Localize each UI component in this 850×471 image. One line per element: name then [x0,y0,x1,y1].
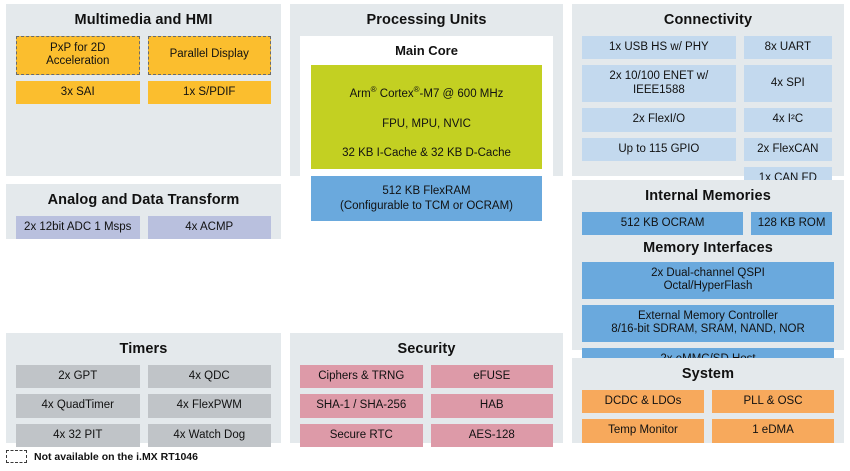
panel-memories: Internal Memories 512 KB OCRAM 128 KB RO… [572,180,844,372]
block-row: External Memory Controller 8/16-bit SDRA… [582,304,834,342]
block-flexcan[interactable]: 2x FlexCAN [743,137,832,162]
block-sha[interactable]: SHA-1 / SHA-256 [300,394,423,418]
block-row: 2x Dual-channel QSPI Octal/HyperFlash [582,261,834,299]
block-dcdc-ldos[interactable]: DCDC & LDOs [582,389,704,414]
block-gpio[interactable]: Up to 115 GPIO [582,137,736,162]
block-external-memory-controller[interactable]: External Memory Controller 8/16-bit SDRA… [582,304,834,342]
panel-title-internal-memories: Internal Memories [645,188,771,204]
block-ciphers-trng[interactable]: Ciphers & TRNG [300,364,423,389]
panel-connectivity: Connectivity 1x USB HS w/ PHY 8x UART 2x… [572,4,844,191]
main-core-title: Main Core [395,42,458,58]
panel-title-processing-units: Processing Units [366,12,487,28]
block-ocram[interactable]: 512 KB OCRAM [582,211,744,236]
block-pll-osc[interactable]: PLL & OSC [712,389,834,414]
block-row: Ciphers & TRNG eFUSE [300,364,553,389]
block-gpt[interactable]: 2x GPT [16,364,140,389]
cortex-line-3: 32 KB I-Cache & 32 KB D-Cache [342,147,511,160]
block-cortex-m7[interactable]: Arm® Cortex®-M7 @ 600 MHz FPU, MPU, NVIC… [311,64,542,169]
block-pit[interactable]: 4x 32 PIT [16,423,140,448]
block-uart[interactable]: 8x UART [743,35,832,60]
block-acmp[interactable]: 4x ACMP [147,215,271,240]
block-i2c[interactable]: 4x I²C [743,108,832,132]
block-adc[interactable]: 2x 12bit ADC 1 Msps [16,215,140,240]
panel-title-connectivity: Connectivity [663,12,753,28]
block-row: 2x FlexI/O 4x I²C [582,108,834,132]
main-core-card: Main Core Arm® Cortex®-M7 @ 600 MHz FPU,… [300,35,553,231]
block-row: Up to 115 GPIO 2x FlexCAN [582,137,834,162]
block-sai[interactable]: 3x SAI [16,80,140,105]
panel-timers: Timers 2x GPT 4x QDC 4x QuadTimer 4x Fle… [6,333,281,448]
block-row: 3x SAI 1x S/PDIF [16,80,271,105]
dashed-box-icon [6,450,27,463]
block-spdif[interactable]: 1x S/PDIF [147,80,271,105]
block-aes-128[interactable]: AES-128 [430,423,553,448]
panel-title-analog: Analog and Data Transform [47,192,240,208]
block-flexio[interactable]: 2x FlexI/O [582,108,736,132]
block-row: DCDC & LDOs PLL & OSC [582,389,834,414]
block-row: 2x GPT 4x QDC [16,364,271,389]
panel-title-security: Security [397,341,456,357]
block-flexpwm[interactable]: 4x FlexPWM [147,394,271,418]
block-qspi[interactable]: 2x Dual-channel QSPI Octal/HyperFlash [582,261,834,299]
block-row: 2x 10/100 ENET w/ IEEE1588 4x SPI [582,65,834,103]
footnote-legend: Not available on the i.MX RT1046 [6,450,198,463]
block-qdc[interactable]: 4x QDC [147,364,271,389]
block-pxp-2d-acceleration[interactable]: PxP for 2D Acceleration [16,35,140,75]
block-quadtimer[interactable]: 4x QuadTimer [16,394,140,418]
cortex-line-1: Arm® Cortex®-M7 @ 600 MHz [349,85,504,101]
block-row: 2x 12bit ADC 1 Msps 4x ACMP [16,215,271,240]
cortex-line-2: FPU, MPU, NVIC [382,117,471,130]
block-row: 4x QuadTimer 4x FlexPWM [16,394,271,418]
block-secure-rtc[interactable]: Secure RTC [300,423,423,448]
block-parallel-display[interactable]: Parallel Display [147,35,271,75]
block-row: 4x 32 PIT 4x Watch Dog [16,423,271,448]
block-temp-monitor[interactable]: Temp Monitor [582,419,704,443]
block-row: PxP for 2D Acceleration Parallel Display [16,35,271,75]
block-row: 1x USB HS w/ PHY 8x UART [582,35,834,60]
block-usb-hs[interactable]: 1x USB HS w/ PHY [582,35,736,60]
block-watchdog[interactable]: 4x Watch Dog [147,423,271,448]
block-flexram[interactable]: 512 KB FlexRAM (Configurable to TCM or O… [311,175,542,222]
block-hab[interactable]: HAB [430,394,553,418]
block-row: SHA-1 / SHA-256 HAB [300,394,553,418]
block-spi[interactable]: 4x SPI [743,65,832,103]
footnote-text: Not available on the i.MX RT1046 [34,450,198,463]
block-edma[interactable]: 1 eDMA [712,419,834,443]
panel-processing-units: Processing Units Main Core Arm® Cortex®-… [290,4,563,231]
block-row: Temp Monitor 1 eDMA [582,419,834,443]
block-row: 512 KB OCRAM 128 KB ROM [582,211,834,236]
block-efuse[interactable]: eFUSE [430,364,553,389]
block-row: Secure RTC AES-128 [300,423,553,448]
panel-analog-and-data-transform: Analog and Data Transform 2x 12bit ADC 1… [6,184,281,240]
panel-system: System DCDC & LDOs PLL & OSC Temp Monito… [572,358,844,443]
panel-title-timers: Timers [119,341,168,357]
panel-title-system: System [681,366,735,382]
panel-title-multimedia: Multimedia and HMI [74,12,213,28]
panel-title-memory-interfaces: Memory Interfaces [643,240,773,257]
panel-security: Security Ciphers & TRNG eFUSE SHA-1 / SH… [290,333,563,448]
block-enet[interactable]: 2x 10/100 ENET w/ IEEE1588 [582,65,736,103]
panel-multimedia-and-hmi: Multimedia and HMI PxP for 2D Accelerati… [6,4,281,176]
block-rom[interactable]: 128 KB ROM [751,211,832,236]
